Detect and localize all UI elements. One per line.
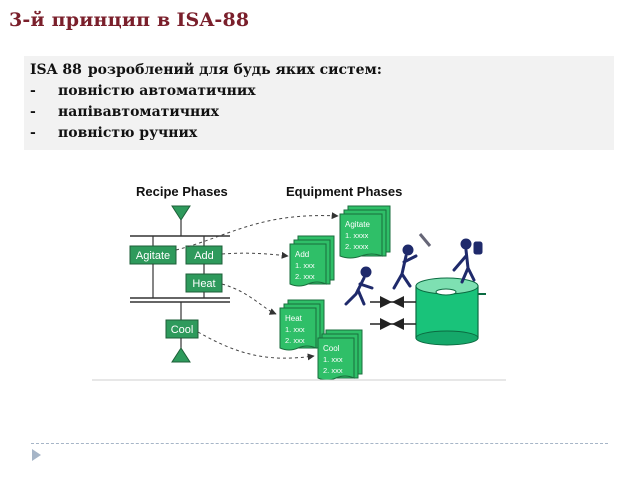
tank-hatch — [435, 288, 457, 296]
bullet-marker: - — [30, 104, 36, 120]
doc-agitate-step: 1. xxxx — [345, 231, 369, 240]
agitate-mapping-arrow — [175, 212, 339, 251]
doc-add-step: 1. xxx — [295, 261, 315, 270]
bullet-item: - напівавтоматичних — [30, 104, 219, 120]
cool-mapping-arrow — [197, 331, 315, 361]
valve-icon — [380, 296, 392, 308]
bullet-item: - повністю автоматичних — [30, 83, 256, 99]
start-triangle-icon — [171, 205, 191, 221]
recipe-phases-heading: Recipe Phases — [136, 184, 228, 199]
recipe-phase-add-label: Add — [194, 250, 214, 262]
bullet-marker: - — [30, 125, 36, 141]
recipe-phase-heat-label: Heat — [192, 278, 215, 290]
doc-heat-step: 2. xxx — [285, 336, 305, 345]
bullet-text: повністю автоматичних — [58, 83, 256, 99]
recipe-phase-agitate-label: Agitate — [136, 250, 170, 262]
bullet-item: - повністю ручних — [30, 125, 197, 141]
doc-cool-step: 2. xxx — [323, 366, 343, 375]
equipment-doc-agitate — [339, 213, 383, 259]
intro-text: розроблений для будь яких систем: — [87, 62, 382, 78]
bullet-marker: - — [30, 83, 36, 99]
isa88-phases-diagram: Recipe Phases Equipment Phases Agitate A… — [92, 184, 506, 381]
doc-cool-step: 1. xxx — [323, 355, 343, 364]
doc-agitate-title: Agitate — [345, 220, 370, 229]
operator-icon — [344, 266, 374, 306]
footer-divider — [31, 443, 608, 444]
valve-icon — [380, 318, 392, 330]
operator-icon — [392, 244, 418, 290]
equipment-doc-add — [289, 243, 327, 287]
standard-name: ISA 88 — [30, 62, 82, 78]
valve-icon — [392, 296, 404, 308]
add-mapping-arrow — [221, 251, 289, 259]
intro-line: ISA 88 розроблений для будь яких систем: — [30, 62, 382, 78]
doc-add-title: Add — [295, 250, 309, 259]
valve-icon — [392, 318, 404, 330]
equipment-phases-heading: Equipment Phases — [286, 184, 402, 199]
doc-heat-title: Heat — [285, 314, 303, 323]
recipe-phase-cool — [165, 319, 199, 339]
triangle-right-icon — [32, 449, 41, 461]
doc-cool-title: Cool — [323, 344, 340, 353]
title-emphasis: ISA-88 — [176, 9, 250, 31]
process-tank-illustration — [415, 277, 486, 346]
tank-bottom — [415, 330, 479, 346]
operator-icon — [452, 238, 483, 284]
doc-heat-step: 1. xxx — [285, 325, 305, 334]
bullet-text: напівавтоматичних — [58, 104, 219, 120]
end-triangle-icon — [171, 347, 191, 363]
recipe-phase-cool-label: Cool — [171, 324, 194, 336]
doc-agitate-step: 2. xxxx — [345, 242, 369, 251]
heat-mapping-arrow — [221, 283, 277, 315]
equipment-doc-heat — [279, 307, 317, 351]
inlet-pipes — [370, 296, 416, 330]
bullet-text: повністю ручних — [58, 125, 198, 141]
doc-add-step: 2. xxx — [295, 272, 315, 281]
equipment-doc-cool — [317, 337, 355, 381]
title-prefix: 3-й принцип в — [9, 9, 171, 31]
hose-icon — [418, 233, 432, 247]
